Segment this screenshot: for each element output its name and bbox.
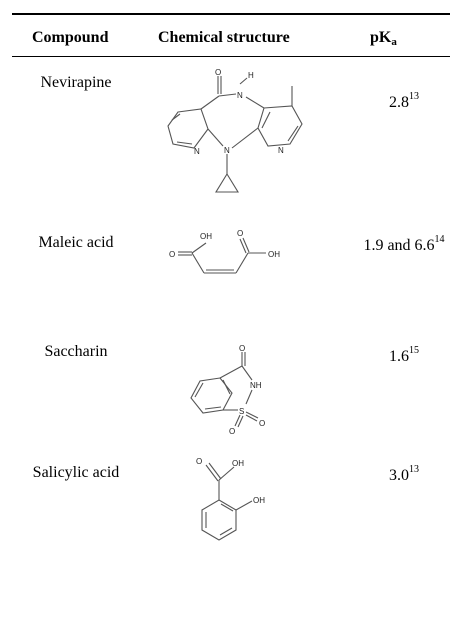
atom-o: O (169, 250, 175, 259)
pka-number: 3.0 (389, 467, 409, 484)
table-header-rule (12, 56, 450, 57)
header-pka-main: pK (370, 29, 392, 46)
pka-reference: 15 (409, 345, 419, 356)
bond (204, 406, 222, 410)
bond (171, 113, 181, 121)
atom-oh: OH (200, 232, 212, 241)
bond (222, 379, 231, 395)
pka-number: 2.8 (389, 94, 409, 111)
bond (245, 96, 265, 109)
bond (237, 415, 244, 428)
bond (208, 462, 222, 480)
compound-name-maleic-acid: Maleic acid (38, 234, 114, 251)
atom-oh: OH (232, 459, 244, 468)
pka-number: 1.9 and 6.6 (363, 237, 435, 254)
bond (242, 237, 250, 253)
bond (219, 365, 243, 379)
atom-s: S (239, 407, 244, 416)
atom-nh: NH (250, 381, 262, 390)
pka-reference: 14 (434, 234, 445, 245)
bond (205, 464, 219, 482)
pka-number: 1.6 (389, 348, 409, 365)
bond (220, 503, 234, 512)
bond (231, 127, 259, 149)
cyclopropyl-ring (215, 172, 239, 193)
header-pka: pKa (370, 28, 397, 52)
bond (219, 527, 233, 536)
bond (191, 242, 207, 254)
bond (235, 252, 249, 274)
pka-value-saccharin: 1.615 (345, 345, 462, 367)
bond (245, 411, 259, 419)
structure-salicylic-acid: O OH OH (196, 457, 265, 541)
bond (207, 128, 224, 147)
bond (200, 95, 220, 110)
compound-name-saccharin: Saccharin (44, 343, 108, 360)
atom-n: N (224, 146, 230, 155)
bond (218, 466, 235, 481)
pka-reference: 13 (409, 91, 419, 102)
benzene-ring (190, 377, 233, 414)
bond (191, 252, 205, 274)
bond (245, 389, 253, 405)
atom-h: H (248, 71, 254, 80)
pyridine-ring-left (167, 108, 209, 149)
pka-value-nevirapine: 2.813 (345, 91, 462, 113)
atom-o: O (259, 419, 265, 428)
header-compound: Compound (32, 29, 109, 46)
atom-o: O (239, 344, 245, 353)
atom-o: O (229, 427, 235, 436)
bond (261, 111, 271, 129)
benzene-ring (201, 499, 237, 541)
bond (239, 238, 247, 254)
pyridine-ring-right (257, 105, 303, 147)
bond (239, 77, 248, 85)
compound-name-salicylic-acid: Salicylic acid (32, 464, 120, 481)
atom-oh: OH (253, 496, 265, 505)
atom-o: O (196, 457, 202, 466)
atom-o: O (237, 229, 243, 238)
structure-saccharin: O NH S O O (190, 344, 265, 436)
bond (234, 414, 241, 427)
bond (245, 414, 258, 422)
atom-n: N (278, 146, 284, 155)
bond (235, 500, 253, 511)
bond (176, 141, 193, 145)
pka-value-salicylic-acid: 3.013 (345, 464, 462, 486)
table-top-rule (12, 13, 450, 15)
bond (194, 382, 204, 398)
structure-maleic-acid: OH O O OH (169, 229, 280, 274)
bond (218, 93, 237, 97)
atom-o: O (215, 68, 221, 77)
header-pka-subscript: a (391, 36, 397, 48)
structure-nevirapine: O N H N N N (167, 68, 303, 193)
pka-value-maleic-acid: 1.9 and 6.614 (345, 234, 462, 256)
compound-name-nevirapine: Nevirapine (40, 74, 112, 91)
bond (287, 125, 299, 142)
pka-reference: 13 (409, 464, 419, 475)
bond (241, 365, 253, 381)
atom-n: N (194, 147, 200, 156)
atom-oh: OH (268, 250, 280, 259)
atom-n: N (237, 91, 243, 100)
header-chemical-structure: Chemical structure (158, 29, 290, 46)
